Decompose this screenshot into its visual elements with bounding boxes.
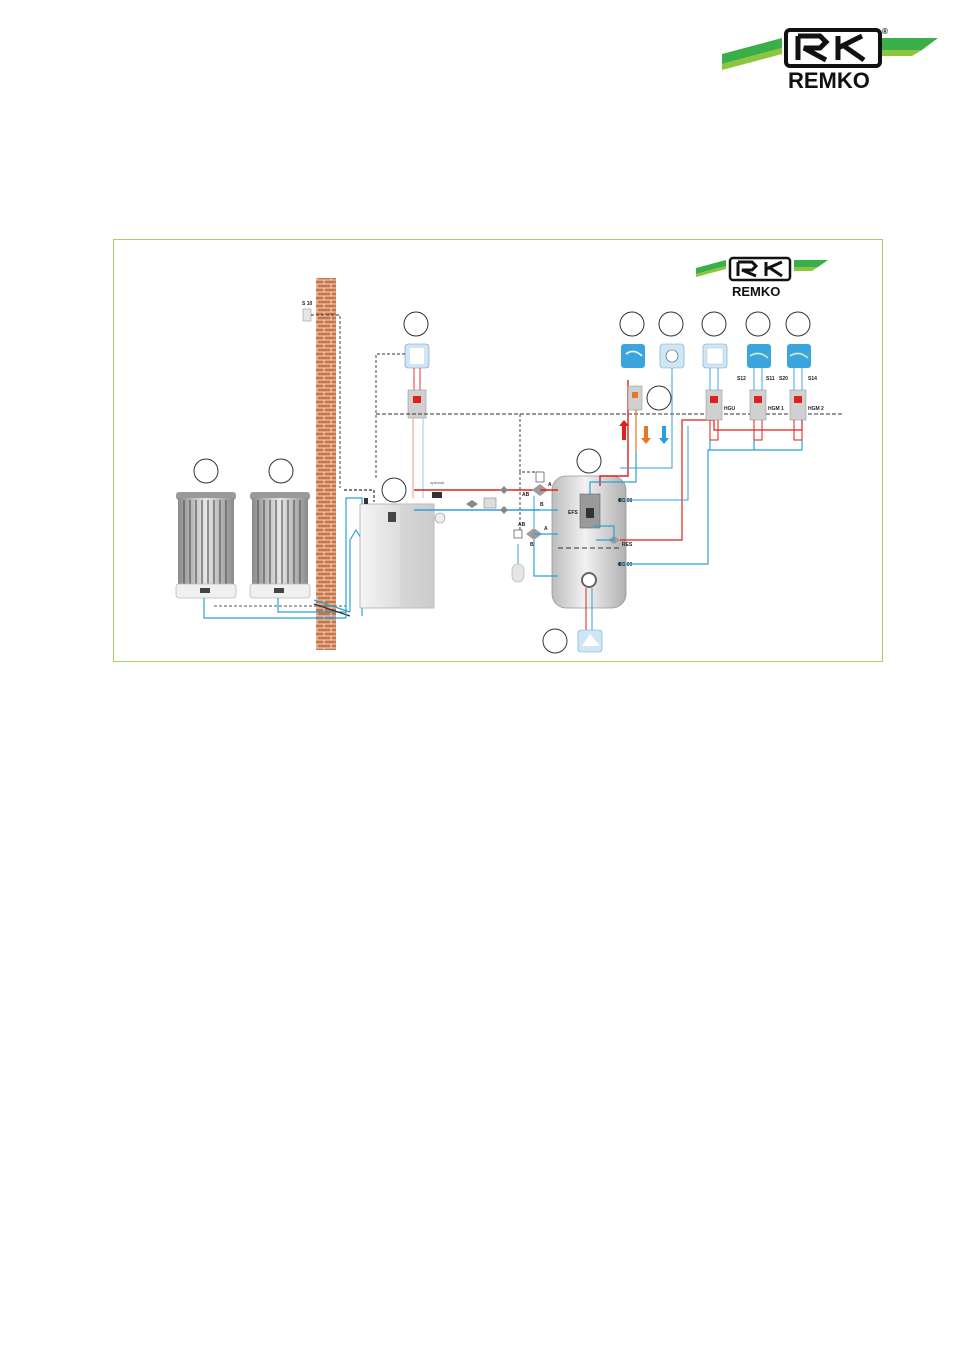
heat-pump-piping: optional (414, 480, 540, 524)
circulation-circuit (646, 311, 685, 411)
heating-system-diagram: REMKO (175, 256, 844, 654)
svg-text:S20: S20 (779, 376, 788, 382)
svg-text:S14: S14 (808, 376, 817, 382)
air-unit-top (375, 311, 430, 498)
svg-text:S 09: S 09 (622, 562, 633, 568)
logo-green-stripe-left-light (722, 48, 782, 70)
callout-circle (785, 311, 811, 337)
storage-tank: EFS S 08 S 09 RES (551, 448, 633, 632)
brick-wall (316, 278, 336, 650)
callout-circle (403, 311, 429, 337)
svg-text:A: A (544, 526, 548, 532)
svg-text:S 10: S 10 (302, 301, 313, 307)
svg-text:EFS: EFS (568, 510, 578, 516)
svg-text:HGU: HGU (724, 406, 736, 412)
solar-collector (542, 628, 603, 654)
callout-circle (193, 458, 219, 484)
sensor-s10: S 10 (302, 301, 341, 488)
svg-text:AB: AB (522, 492, 530, 498)
diagram-logo: REMKO (696, 256, 828, 299)
svg-text:A: A (548, 482, 552, 488)
callout-circle (658, 311, 684, 337)
outdoor-unit-2 (249, 458, 311, 599)
header-logo: REMKO ® (722, 27, 938, 93)
svg-text:AB: AB (518, 522, 526, 528)
control-bus-drop (519, 414, 538, 473)
svg-text:HGM 2: HGM 2 (808, 406, 824, 412)
callout-circle (646, 385, 672, 411)
svg-text:S12: S12 (737, 376, 746, 382)
svg-text:B: B (540, 502, 544, 508)
callout-circle (619, 311, 645, 337)
hgm1-circuit: S12 S11 HGM 1 (737, 311, 784, 441)
diagram-frame: REMKO (113, 239, 883, 662)
dhw-circuit (619, 311, 645, 411)
callout-circle (542, 628, 568, 654)
logo-registered-mark: ® (882, 27, 888, 36)
svg-text:B: B (530, 542, 534, 548)
callout-circle (701, 311, 727, 337)
callout-circle (576, 448, 602, 474)
logo-emblem-mark (795, 33, 866, 63)
svg-text:S11: S11 (766, 376, 775, 382)
svg-text:RES: RES (622, 542, 633, 548)
outdoor-piping (203, 489, 375, 619)
distribution-mains (709, 420, 803, 450)
three-way-valve-bottom: AB A B (513, 522, 548, 548)
flow-arrows (619, 420, 669, 444)
logo-green-stripe-right-light (882, 50, 922, 56)
callout-circle (745, 311, 771, 337)
indoor-unit (359, 477, 435, 609)
callout-circle (381, 477, 407, 503)
hgu-circuit: HGU (701, 311, 736, 441)
svg-text:S 08: S 08 (622, 498, 633, 504)
logo-wordmark: REMKO (788, 68, 870, 93)
logo-green-stripe-left (722, 38, 782, 64)
logo-green-stripe-right (882, 38, 938, 50)
callout-circle (268, 458, 294, 484)
expansion-vessel (511, 544, 525, 583)
svg-text:optional: optional (430, 480, 444, 485)
hgm2-circuit: S20 S14 HGM 2 (779, 311, 824, 441)
svg-text:REMKO: REMKO (732, 284, 780, 299)
outdoor-unit-1 (175, 458, 237, 599)
svg-text:HGM 1: HGM 1 (768, 406, 784, 412)
